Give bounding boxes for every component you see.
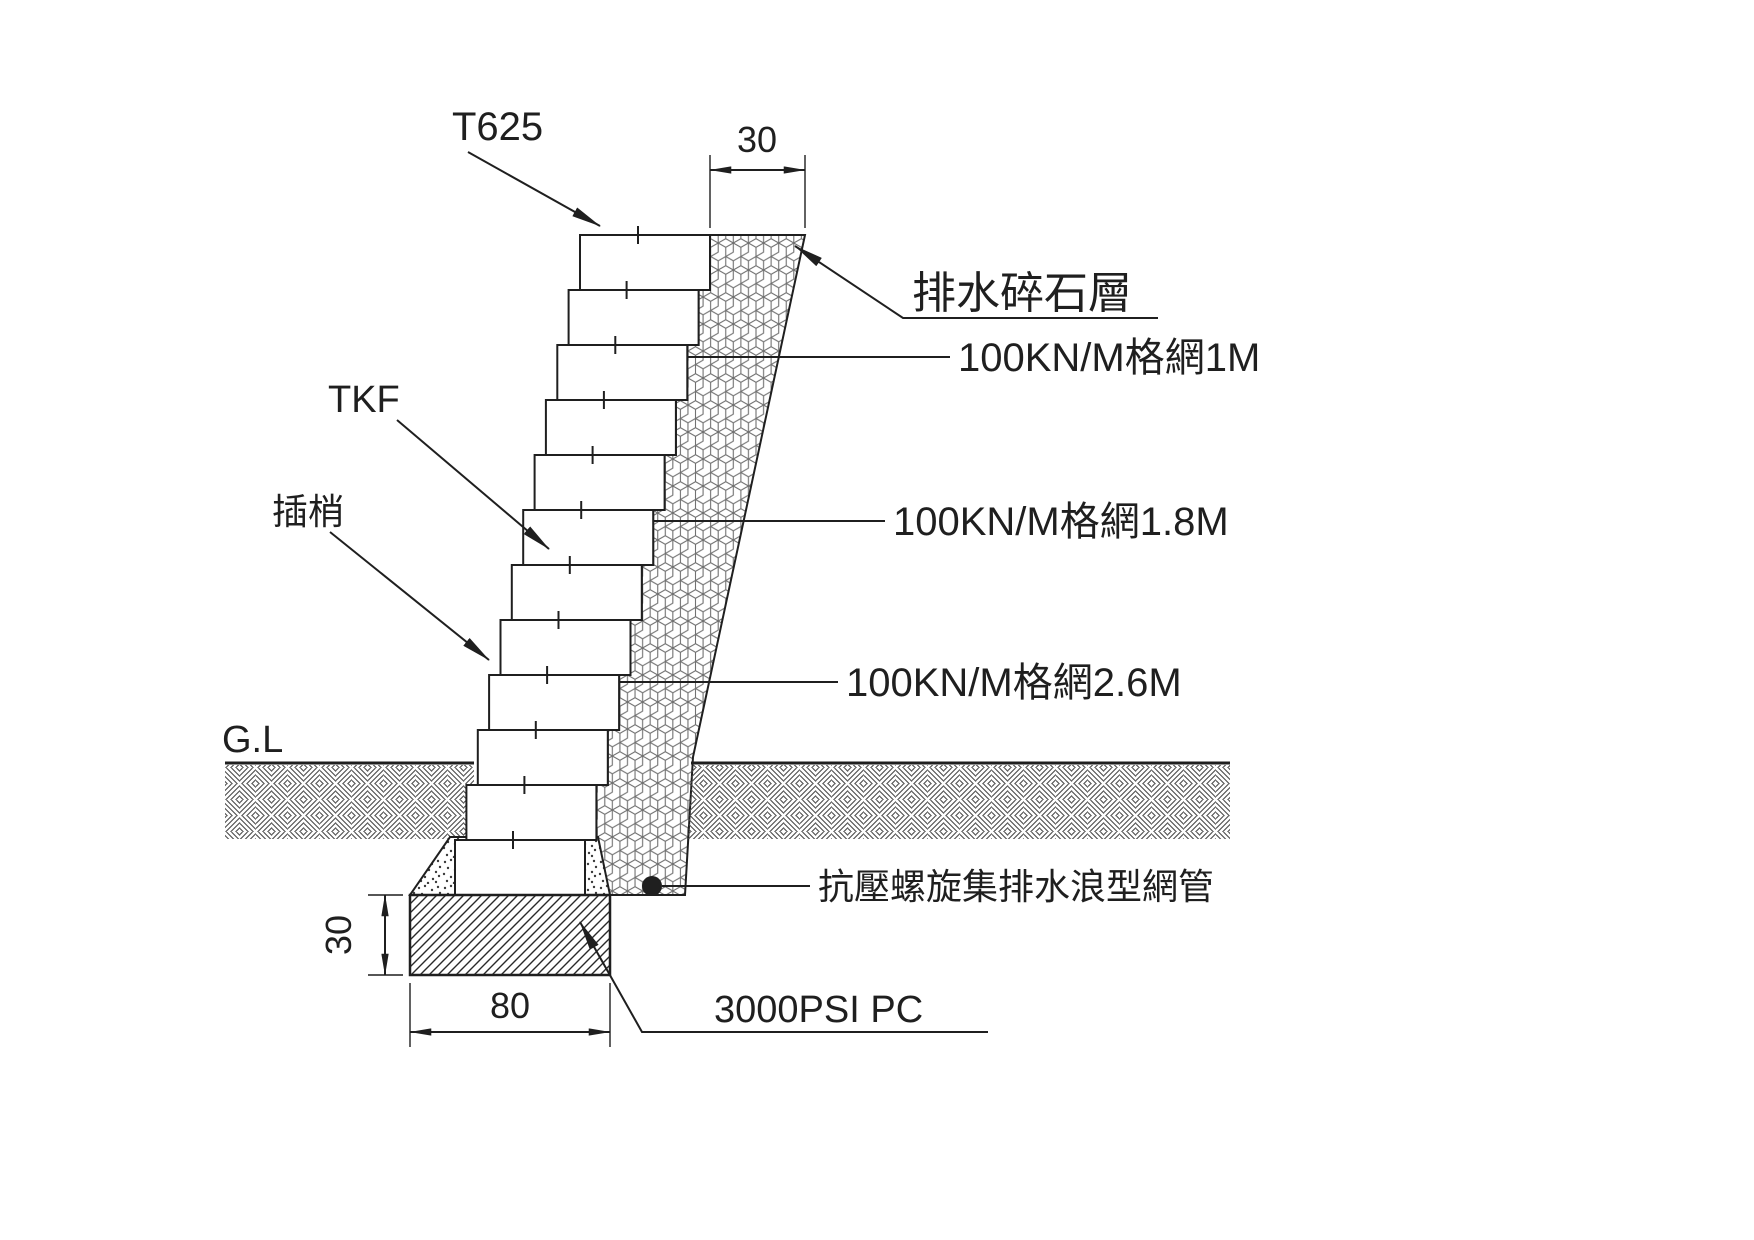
wall-blocks — [454, 226, 711, 896]
wall-block — [499, 619, 632, 676]
label-top-width-dim: 30 — [737, 119, 777, 160]
label-footing-height-dim: 30 — [318, 915, 359, 955]
soil-hatch-left — [225, 765, 474, 839]
wall-block — [488, 674, 621, 731]
label-drain-pipe: 抗壓螺旋集排水浪型網管 — [818, 866, 1214, 907]
label-drainage-gravel: 排水碎石層 — [912, 269, 1132, 318]
label-geogrid-2-6m: 100KN/M格網2.6M — [846, 661, 1182, 705]
wall-block — [465, 784, 598, 841]
wall-block — [579, 234, 711, 291]
labels: T625 30 排水碎石層 100KN/M格網1M TKF 插梢 100KN/M… — [222, 105, 1260, 1031]
dimensions — [368, 155, 806, 1047]
label-footing-material: 3000PSI PC — [714, 989, 923, 1031]
label-pin: 插梢 — [272, 491, 344, 532]
leader-block-type — [467, 151, 601, 227]
wall-block — [567, 289, 700, 346]
wall-block — [510, 564, 643, 621]
label-ground-level: G.L — [222, 719, 283, 761]
label-geogrid-1m: 100KN/M格網1M — [958, 336, 1260, 380]
leader-drainage-gravel — [794, 245, 1158, 319]
leader-lines — [329, 151, 1158, 1033]
footing-region — [408, 893, 612, 977]
wall-block — [544, 399, 677, 456]
leader-pin — [329, 531, 490, 661]
drain-pipe-dot — [642, 876, 662, 896]
leader-footing-material — [579, 921, 988, 1033]
wall-block — [476, 729, 609, 786]
label-footing-width-dim: 80 — [490, 985, 530, 1026]
label-tkf: TKF — [328, 379, 400, 421]
label-geogrid-1-8m: 100KN/M格網1.8M — [893, 500, 1229, 544]
label-block-type: T625 — [452, 105, 543, 149]
wall-block — [522, 509, 655, 566]
leader-tkf — [396, 419, 550, 550]
soil-hatch-right — [688, 765, 1230, 839]
wall-block — [556, 344, 689, 401]
wall-block — [454, 839, 586, 896]
wall-block — [533, 454, 666, 511]
